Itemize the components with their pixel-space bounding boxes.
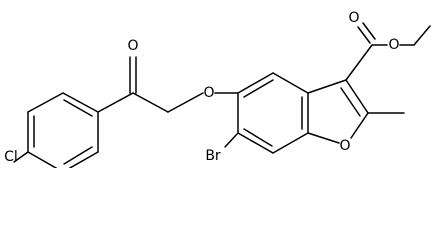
- bond: [243, 128, 273, 147]
- atom-labels: O O O O O Br Cl: [4, 10, 399, 165]
- bond: [340, 87, 361, 117]
- bond: [13, 151, 29, 163]
- bond: [307, 79, 347, 94]
- bond: [345, 44, 373, 81]
- oxygen-ketone-label: O: [127, 38, 138, 54]
- bond: [237, 72, 274, 94]
- bond: [362, 22, 376, 40]
- bond: [63, 146, 93, 165]
- bond: [350, 112, 369, 139]
- bond: [357, 26, 371, 44]
- bond: [63, 99, 93, 117]
- bonds: [13, 22, 431, 168]
- bond: [132, 92, 169, 113]
- oxygen-ester-single-label: O: [388, 37, 399, 53]
- chlorine-label: Cl: [4, 149, 18, 165]
- bond: [413, 25, 431, 46]
- bond: [243, 79, 274, 98]
- chemical-structure: O O O O O Br Cl: [4, 10, 431, 168]
- bond: [27, 151, 58, 168]
- bond: [167, 92, 204, 113]
- bond: [237, 132, 274, 154]
- bond: [97, 92, 134, 113]
- molecule-canvas: O O O O O Br Cl: [4, 10, 431, 168]
- bromine-label: Br: [205, 148, 221, 164]
- bond: [68, 151, 99, 168]
- bond: [224, 132, 239, 148]
- bond: [272, 132, 309, 154]
- bond: [345, 79, 369, 114]
- bond: [62, 92, 99, 113]
- oxygen-furan-label: O: [339, 138, 350, 154]
- oxygen-ester-carbonyl-label: O: [348, 10, 359, 26]
- bond: [272, 72, 309, 94]
- bond: [307, 132, 340, 144]
- oxygen-ether-label: O: [203, 85, 214, 101]
- bond: [27, 92, 64, 113]
